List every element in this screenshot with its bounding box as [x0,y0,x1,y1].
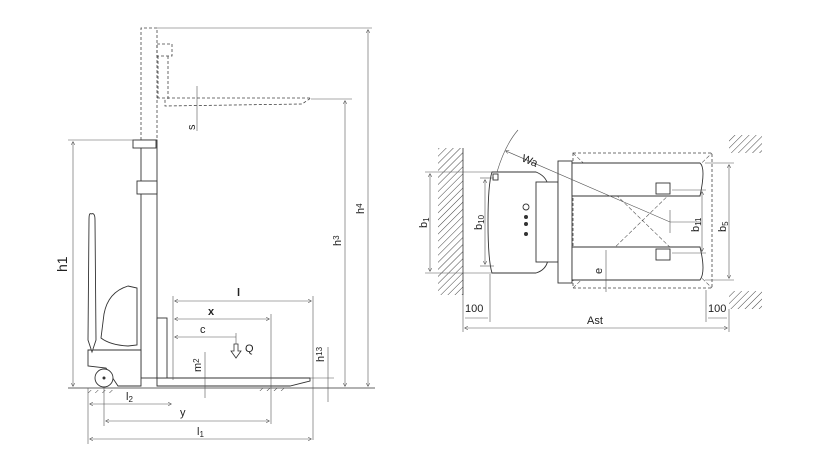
load-arrow-icon [230,343,242,359]
wheel-hub [102,376,106,380]
aisle-wall-top-right [729,135,762,153]
l2-label: l2 [126,391,133,404]
control-button[interactable] [522,203,530,211]
extended-mast-pulley [156,43,173,57]
Wa-dimension [506,151,671,223]
load-roller-lower [655,248,671,261]
indicator-dot [524,222,528,226]
m2-label: m2 [192,358,204,372]
extended-mast [140,27,158,140]
Ast-label: Ast [587,315,603,327]
mast [140,139,158,379]
Q-label: Q [245,343,254,355]
pallet-outline [572,152,713,289]
fork-lower [571,246,704,281]
carriage-top [557,160,573,284]
mast-cap [132,139,157,149]
l-label: l [237,287,240,299]
tiller-top[interactable] [492,173,499,181]
Wa-label: Wa [520,153,540,170]
turning-radius-arc [496,129,519,173]
tiller-handle[interactable] [87,213,97,354]
ground-hatch-right [258,388,288,391]
b5-label: b5 [717,221,730,232]
x-label: x [208,306,215,318]
h13-label: h13 [315,346,327,362]
h4-label: h4 [355,203,367,214]
aisle-wall-left [438,148,463,295]
e-label: e [593,268,605,274]
top-view: Wa b1 b10 b11 b5 e 100 100 Ast [418,129,762,332]
fork [156,377,311,387]
h3-label: h3 [332,235,344,246]
extended-chain [157,56,169,99]
truck-body-top [487,171,549,274]
mast-bracket [136,180,158,195]
load-roller-upper [655,182,671,195]
aisle-wall-bottom-right [729,291,762,309]
s-label: s [186,124,198,130]
h1-label: h1 [54,256,70,272]
clearance-left-label: 100 [465,303,483,315]
battery-cover [100,285,138,347]
fork-carriage [156,317,168,379]
c-label: c [200,324,206,336]
indicator-dot [524,215,528,219]
l1-label: l1 [197,426,204,439]
ground-hatch-left [86,390,116,393]
y-label: y [180,407,186,419]
b11-label: b11 [690,217,703,232]
raised-fork [157,97,313,107]
b10-label: b10 [473,214,486,230]
chassis [87,349,142,387]
battery-top [535,181,559,263]
b1-label: b1 [418,217,431,228]
indicator-dot [524,232,528,236]
fork-upper [571,162,704,197]
side-view: h1 h4 h3 s l x c Q m2 h13 l2 y l1 [54,27,375,444]
clearance-right-label: 100 [708,303,726,315]
